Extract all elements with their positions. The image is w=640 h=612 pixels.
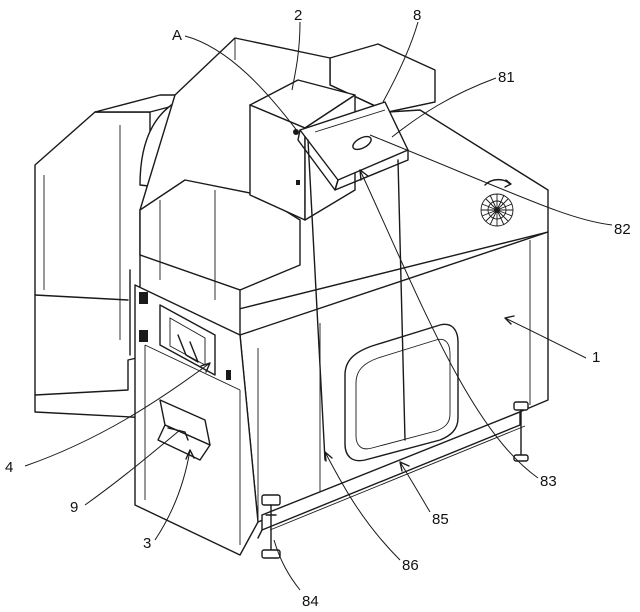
base-frame [257, 401, 529, 539]
sensor-poles [307, 139, 406, 461]
label-4: 4 [5, 459, 13, 476]
label-A: A [172, 27, 182, 44]
front-hood [129, 179, 301, 356]
leader-lines [24, 21, 613, 591]
fan-icon [480, 178, 514, 227]
label-85: 85 [432, 511, 449, 528]
label-86: 86 [402, 557, 419, 574]
reference-labels: A 2 8 81 82 1 4 9 3 83 85 86 84 [5, 7, 631, 610]
label-3: 3 [143, 535, 151, 552]
outlet-chute [157, 399, 211, 461]
label-8: 8 [413, 7, 421, 24]
label-81: 81 [498, 69, 515, 86]
label-2: 2 [294, 7, 302, 24]
caster-foot [261, 494, 281, 559]
label-83: 83 [540, 473, 557, 490]
viewing-window [344, 323, 459, 462]
label-82: 82 [614, 221, 631, 238]
label-9: 9 [70, 499, 78, 516]
label-84: 84 [302, 593, 319, 610]
label-1: 1 [592, 349, 600, 366]
